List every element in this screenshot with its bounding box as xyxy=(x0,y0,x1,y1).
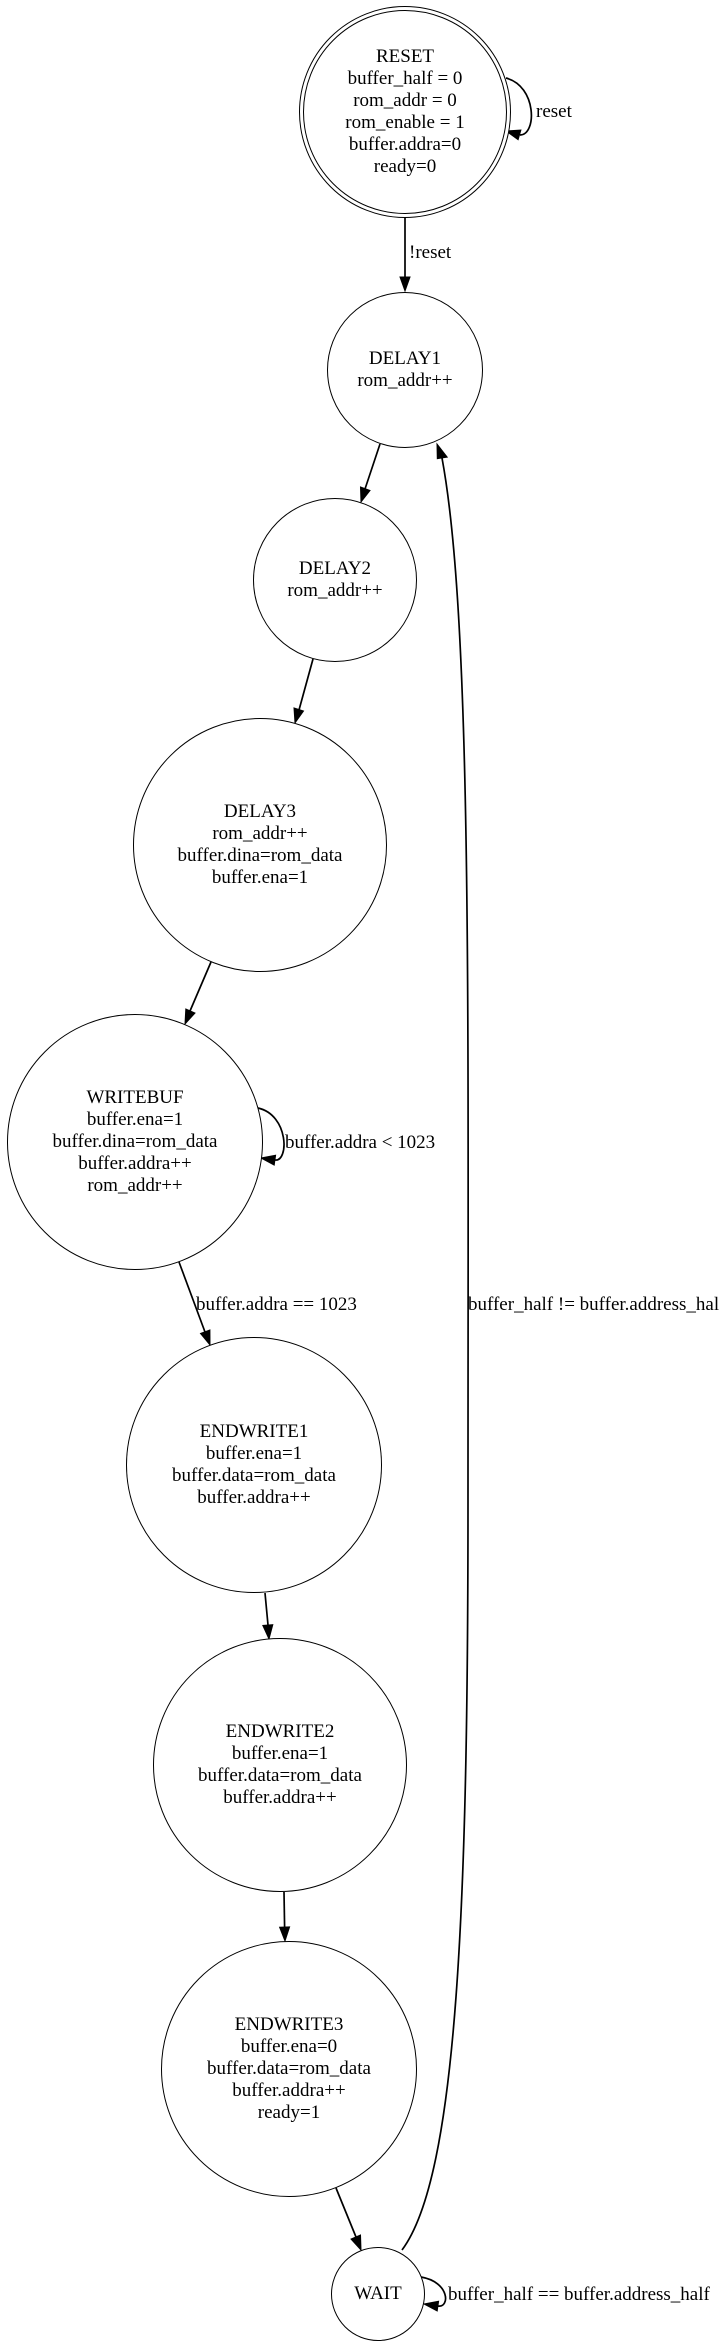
transition-label-addra-eq-1023: buffer.addra == 1023 xyxy=(196,1294,357,1315)
state-action: buffer.ena=1 xyxy=(211,867,309,888)
state-action: buffer_half = 0 xyxy=(347,68,463,89)
state-action: buffer.addra++ xyxy=(223,1787,337,1808)
state-name: ENDWRITE3 xyxy=(234,2014,344,2035)
state-action: buffer.addra++ xyxy=(197,1487,311,1508)
state-action: rom_addr = 0 xyxy=(353,90,457,111)
state-action: rom_addr++ xyxy=(212,823,308,844)
edge-endwrite3-wait xyxy=(335,2187,362,2252)
state-action: buffer.addra++ xyxy=(78,1153,192,1174)
transition-label-addra-lt-1023: buffer.addra < 1023 xyxy=(285,1132,436,1153)
state-action: rom_enable = 1 xyxy=(345,112,465,133)
state-action: buffer.data=rom_data xyxy=(172,1465,336,1486)
state-endwrite2[interactable]: ENDWRITE2 buffer.ena=1 buffer.data=rom_d… xyxy=(153,1638,407,1892)
edge-writebuf-self xyxy=(257,1107,285,1166)
state-delay2[interactable]: DELAY2 rom_addr++ xyxy=(253,498,417,662)
state-action: buffer.addra=0 xyxy=(348,134,462,155)
edge-delay3-writebuf xyxy=(184,961,212,1026)
state-delay3[interactable]: DELAY3 rom_addr++ buffer.dina=rom_data b… xyxy=(133,718,387,972)
state-name: DELAY1 xyxy=(368,348,442,369)
state-name: ENDWRITE2 xyxy=(225,1721,335,1742)
state-wait[interactable]: WAIT xyxy=(331,2247,425,2341)
edge-delay2-delay3 xyxy=(293,658,314,725)
edge-endwrite1-endwrite2 xyxy=(262,1592,274,1641)
state-action: buffer.ena=1 xyxy=(231,1743,329,1764)
state-action: buffer.data=rom_data xyxy=(207,2058,371,2079)
state-action: buffer.dina=rom_data xyxy=(177,845,343,866)
state-action: buffer.dina=rom_data xyxy=(52,1131,218,1152)
edge-writebuf-endwrite1 xyxy=(178,1261,211,1347)
transition-label-not-reset: !reset xyxy=(409,242,452,263)
state-action: rom_addr++ xyxy=(87,1175,183,1196)
state-action: buffer.ena=0 xyxy=(240,2036,338,2057)
state-name: WRITEBUF xyxy=(86,1087,184,1108)
state-name: WAIT xyxy=(354,2283,402,2304)
state-action: buffer.ena=1 xyxy=(205,1443,303,1464)
state-endwrite3[interactable]: ENDWRITE3 buffer.ena=0 buffer.data=rom_d… xyxy=(161,1941,417,2197)
state-delay1[interactable]: DELAY1 rom_addr++ xyxy=(327,292,483,448)
state-action: buffer.addra++ xyxy=(232,2080,346,2101)
state-name: RESET xyxy=(375,46,435,67)
state-name: DELAY2 xyxy=(298,558,372,579)
state-action: rom_addr++ xyxy=(357,370,453,391)
state-action: buffer.data=rom_data xyxy=(198,1765,362,1786)
edge-wait-self xyxy=(420,2276,447,2312)
state-name: ENDWRITE1 xyxy=(199,1421,309,1442)
state-action: ready=0 xyxy=(373,156,437,177)
transition-label-half-not-equal: buffer_half != buffer.address_half xyxy=(468,1294,719,1315)
edge-delay1-delay2 xyxy=(359,443,381,504)
state-reset[interactable]: RESET buffer_half = 0 rom_addr = 0 rom_e… xyxy=(299,6,511,218)
transition-label-half-equal: buffer_half == buffer.address_half xyxy=(448,2284,710,2305)
edge-reset-self xyxy=(504,77,533,141)
state-action: ready=1 xyxy=(257,2102,321,2123)
state-endwrite1[interactable]: ENDWRITE1 buffer.ena=1 buffer.data=rom_d… xyxy=(126,1337,382,1593)
state-writebuf[interactable]: WRITEBUF buffer.ena=1 buffer.dina=rom_da… xyxy=(7,1014,263,1270)
state-name: DELAY3 xyxy=(223,801,297,822)
edge-endwrite2-endwrite3 xyxy=(278,1891,291,1943)
edge-wait-delay1 xyxy=(401,442,470,2251)
state-action: rom_addr++ xyxy=(287,580,383,601)
transition-label-reset: reset xyxy=(536,101,572,122)
state-action: buffer.ena=1 xyxy=(86,1109,184,1130)
edge-reset-delay1 xyxy=(399,218,411,293)
